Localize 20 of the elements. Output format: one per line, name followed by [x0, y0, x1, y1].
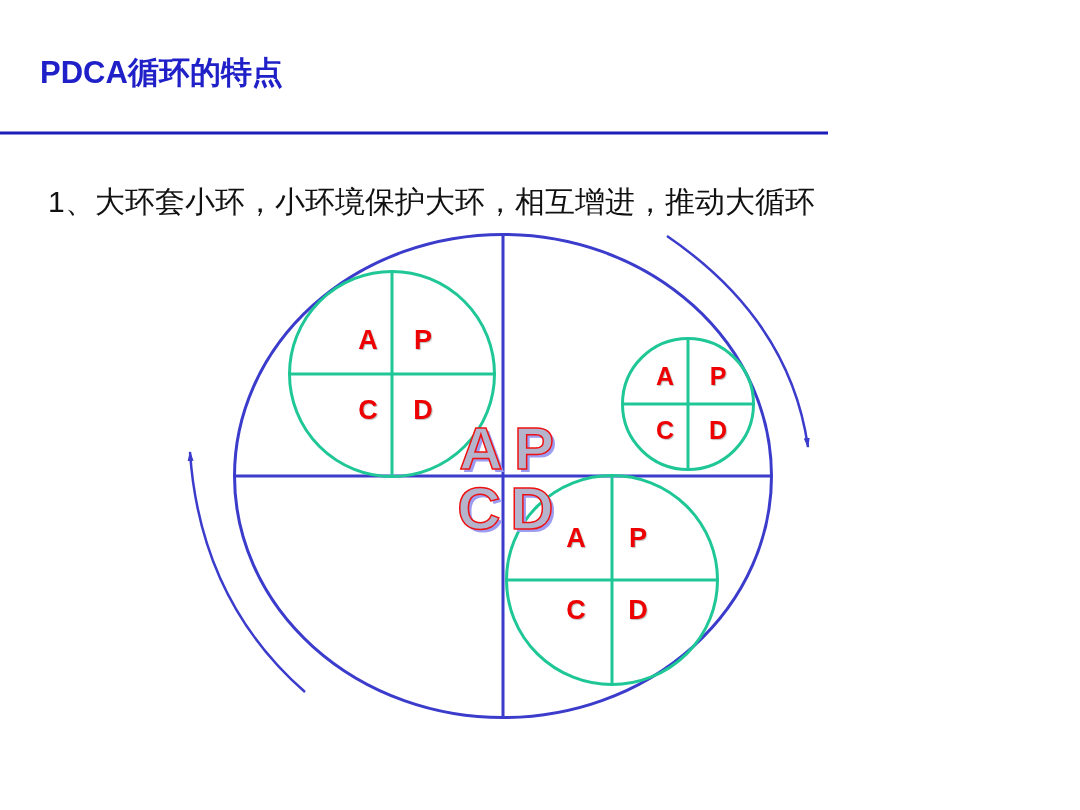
- slide-title: PDCA循环的特点: [40, 54, 283, 92]
- phase-letter: P: [709, 363, 727, 389]
- phase-letter: D: [413, 396, 433, 424]
- cycle-ellipse: [233, 233, 773, 719]
- subtitle-text: 1、大环套小环，小环境保护大环，相互增进，推动大循环: [48, 184, 815, 220]
- phase-letter: A: [358, 326, 378, 354]
- phase-letter: P: [629, 524, 647, 552]
- outlined-phase-letter: P: [514, 419, 554, 479]
- phase-letter: C: [566, 596, 586, 624]
- cycle-circle: [505, 474, 719, 686]
- phase-letter: C: [358, 396, 378, 424]
- cycle-circle: [621, 337, 755, 471]
- phase-letter: D: [628, 596, 648, 624]
- phase-letter: C: [655, 417, 675, 443]
- phase-letter: P: [414, 326, 432, 354]
- phase-letter: A: [566, 524, 586, 552]
- phase-letter: D: [708, 417, 728, 443]
- outlined-phase-letter: C: [457, 479, 501, 539]
- phase-letter: A: [655, 363, 675, 389]
- outlined-phase-letter: A: [459, 419, 503, 479]
